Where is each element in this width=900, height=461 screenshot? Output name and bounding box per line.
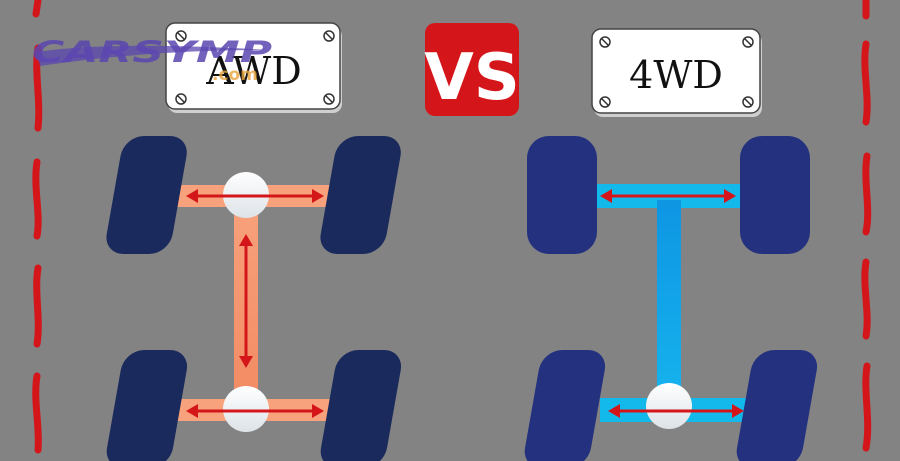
carsymp-logo: CARSYMP .com xyxy=(32,35,272,85)
right-dashed-border xyxy=(861,0,872,452)
fourwd-wheel-rear-left xyxy=(524,350,606,461)
awd-wheel-rear-left xyxy=(106,350,188,461)
awd-center-arrow xyxy=(239,234,253,368)
vs-text: VS xyxy=(424,41,520,115)
awd-rear-differential xyxy=(223,386,269,432)
awd-label: AWD xyxy=(205,49,301,93)
logo-subtext: .com xyxy=(212,65,258,85)
awd-wheel-front-left xyxy=(106,136,187,254)
awd-drivetrain xyxy=(106,136,402,461)
awd-wheel-rear-right xyxy=(320,350,402,461)
awd-front-arrow xyxy=(186,189,324,203)
fourwd-wheel-rear-right xyxy=(736,350,818,461)
fourwd-rear-arrow xyxy=(608,404,744,418)
awd-rear-arrow xyxy=(186,404,324,418)
awd-wheel-front-right xyxy=(320,136,401,254)
fourwd-front-arrow xyxy=(600,189,736,203)
fourwd-sign: 4WD xyxy=(591,28,762,117)
fourwd-label: 4WD xyxy=(629,53,723,97)
fourwd-rear-differential xyxy=(646,383,692,429)
fourwd-wheel-front-right xyxy=(740,136,810,254)
logo-text: CARSYMP xyxy=(32,35,272,69)
fourwd-drivetrain xyxy=(524,136,818,461)
fourwd-wheel-front-left xyxy=(527,136,597,254)
vs-badge: VS xyxy=(424,23,520,116)
fourwd-driveshaft xyxy=(657,200,681,406)
